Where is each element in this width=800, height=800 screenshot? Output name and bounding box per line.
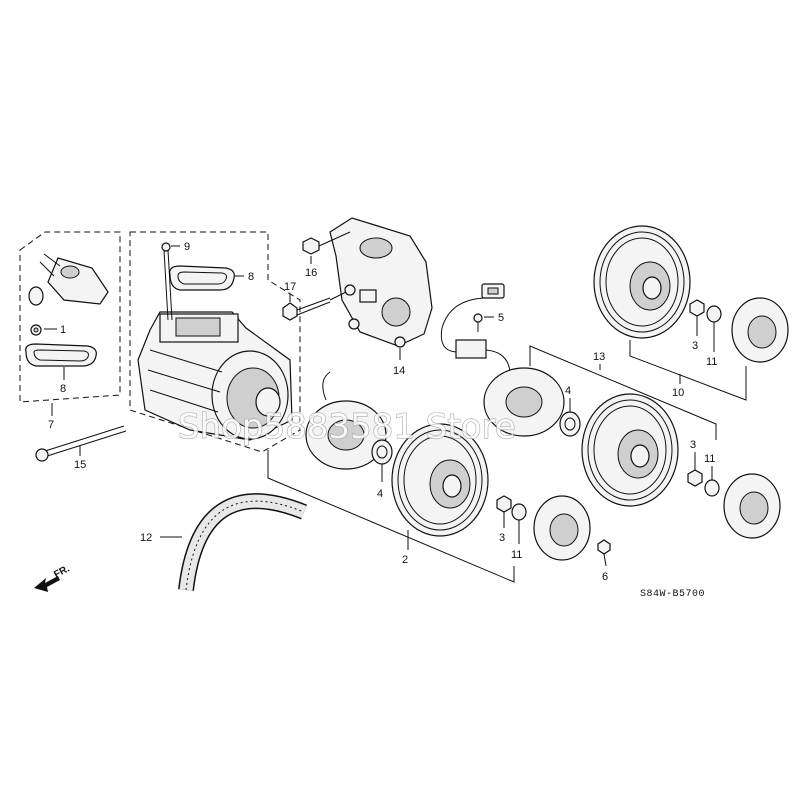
callout-16: 16 xyxy=(305,267,317,279)
callout-3-lower: 3 xyxy=(499,532,505,544)
washer-3-upper-part xyxy=(689,299,705,317)
pulley-right-part xyxy=(581,393,679,507)
screw-5-part xyxy=(473,313,483,332)
field-coil-part xyxy=(305,371,387,470)
callout-1: 1 xyxy=(60,324,66,336)
suction-flange-part xyxy=(28,253,109,306)
callout-9: 9 xyxy=(184,241,190,253)
clutch-assembly-group: 4 3 11 6 2 xyxy=(267,371,611,583)
callout-14: 14 xyxy=(393,365,405,377)
bolt-1-part xyxy=(30,324,42,336)
clutch-kit-13-group: 4 3 11 13 xyxy=(483,345,781,539)
callout-8-top: 8 xyxy=(248,271,254,283)
pulley-upper-part xyxy=(593,225,691,339)
callout-4-upper: 4 xyxy=(565,385,571,397)
o-ring-gasket-left-part xyxy=(25,343,97,367)
diagram-code: S84W-B5700 xyxy=(640,589,705,600)
callout-10: 10 xyxy=(672,387,684,399)
callout-12: 12 xyxy=(140,532,152,544)
front-marker-label: FR. xyxy=(52,563,72,580)
sensor-group: 5 xyxy=(440,283,511,373)
callout-17: 17 xyxy=(284,281,296,293)
shim-11-right-part xyxy=(704,479,720,497)
callout-4-lower: 4 xyxy=(377,488,383,500)
bolt-6-part xyxy=(597,539,611,567)
snap-ring-4-right-part xyxy=(559,411,581,437)
callout-15: 15 xyxy=(74,459,86,471)
compressor-bracket-part xyxy=(329,217,433,348)
field-coil-right-part xyxy=(483,367,565,437)
compressor-group: 9 8 15 xyxy=(35,231,301,471)
o-ring-gasket-top-part xyxy=(169,265,235,291)
drive-belt-part xyxy=(178,493,307,591)
clutch-kit-10-group: 3 11 10 xyxy=(593,225,789,401)
compressor-body-part xyxy=(137,311,293,441)
callout-11-upper: 11 xyxy=(706,356,717,368)
watermark-text: Shop5883581 Store xyxy=(178,407,516,447)
washer-3-right-part xyxy=(687,469,703,487)
washer-3-lower-part xyxy=(496,495,512,513)
callout-3-right: 3 xyxy=(690,439,696,451)
shim-11-upper-part xyxy=(706,305,722,323)
armature-plate-upper-part xyxy=(731,297,789,363)
armature-plate-center-part xyxy=(533,495,591,561)
callout-8-left: 8 xyxy=(60,383,66,395)
front-direction-arrow: FR. xyxy=(34,563,72,592)
long-bolt-15-part xyxy=(35,425,127,462)
callout-13: 13 xyxy=(593,351,605,363)
pulley-center-part xyxy=(391,423,489,537)
callout-6: 6 xyxy=(602,571,608,583)
bolt-9-part xyxy=(161,242,173,321)
nut-16-part xyxy=(302,237,320,255)
shim-11-lower-part xyxy=(511,503,527,521)
armature-plate-right-part xyxy=(723,473,781,539)
callout-2: 2 xyxy=(402,554,408,566)
callout-3-upper: 3 xyxy=(692,340,698,352)
callout-5: 5 xyxy=(498,312,504,324)
bracket-group: 16 17 14 xyxy=(282,217,433,377)
wire-connector-part xyxy=(440,283,511,373)
bolt-17-part xyxy=(282,297,331,321)
flange-group: 1 8 7 xyxy=(19,231,121,431)
callout-7: 7 xyxy=(48,419,54,431)
callout-11-lower: 11 xyxy=(511,549,522,561)
callout-11-right: 11 xyxy=(704,453,715,465)
